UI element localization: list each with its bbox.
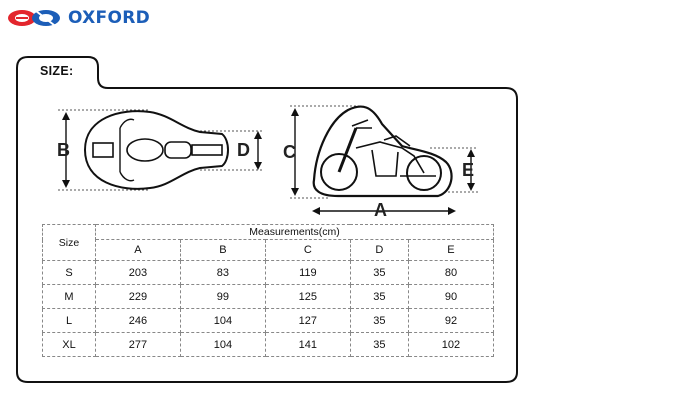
- dimension-label-a: A: [374, 200, 387, 220]
- oxford-logo-icon: [8, 10, 60, 26]
- table-columns-row: A B C D E: [43, 239, 495, 261]
- value-cell: 35: [349, 260, 409, 285]
- size-header: Size: [42, 224, 96, 261]
- dimension-label-c: C: [283, 142, 296, 162]
- value-cell: 104: [179, 332, 266, 357]
- value-cell: 246: [95, 308, 181, 333]
- brand-name: OXFORD: [68, 8, 151, 28]
- value-cell: 277: [95, 332, 181, 357]
- value-cell: 141: [264, 332, 351, 357]
- size-cell: M: [42, 284, 96, 309]
- top-view-diagram: [58, 109, 262, 191]
- column-header-d: D: [349, 239, 409, 261]
- value-cell: 99: [179, 284, 266, 309]
- value-cell: 35: [349, 308, 409, 333]
- measurements-header: Measurements(cm): [95, 224, 494, 240]
- table-header-row: Size Measurements(cm): [42, 224, 494, 261]
- value-cell: 92: [407, 308, 495, 333]
- size-cell: XL: [42, 332, 96, 357]
- column-header-e: E: [407, 239, 495, 261]
- panel-frame: [16, 56, 518, 383]
- size-table: Size Measurements(cm) A B C D E S 203 83…: [42, 224, 495, 357]
- panel-title: SIZE:: [40, 64, 74, 78]
- dimension-label-b: B: [57, 140, 70, 160]
- value-cell: 127: [264, 308, 351, 333]
- table-row: L 246 104 127 35 92: [42, 308, 495, 333]
- value-cell: 125: [264, 284, 351, 309]
- column-header-c: C: [264, 239, 351, 261]
- side-view-diagram: [290, 105, 478, 215]
- value-cell: 90: [407, 284, 495, 309]
- table-row: M 229 99 125 35 90: [42, 284, 495, 309]
- value-cell: 104: [179, 308, 266, 333]
- table-row: XL 277 104 141 35 102: [42, 332, 495, 357]
- table-row: S 203 83 119 35 80: [42, 260, 495, 285]
- value-cell: 102: [407, 332, 495, 357]
- column-header-b: B: [179, 239, 266, 261]
- oxford-logo: OXFORD: [6, 8, 150, 28]
- value-cell: 119: [264, 260, 351, 285]
- size-cell: S: [42, 260, 96, 285]
- dimension-label-e: E: [462, 160, 475, 180]
- dimension-label-d: D: [237, 140, 250, 160]
- size-cell: L: [42, 308, 96, 333]
- value-cell: 35: [349, 332, 409, 357]
- value-cell: 83: [179, 260, 266, 285]
- column-header-a: A: [95, 239, 181, 261]
- value-cell: 80: [407, 260, 495, 285]
- value-cell: 229: [95, 284, 181, 309]
- value-cell: 203: [95, 260, 181, 285]
- value-cell: 35: [349, 284, 409, 309]
